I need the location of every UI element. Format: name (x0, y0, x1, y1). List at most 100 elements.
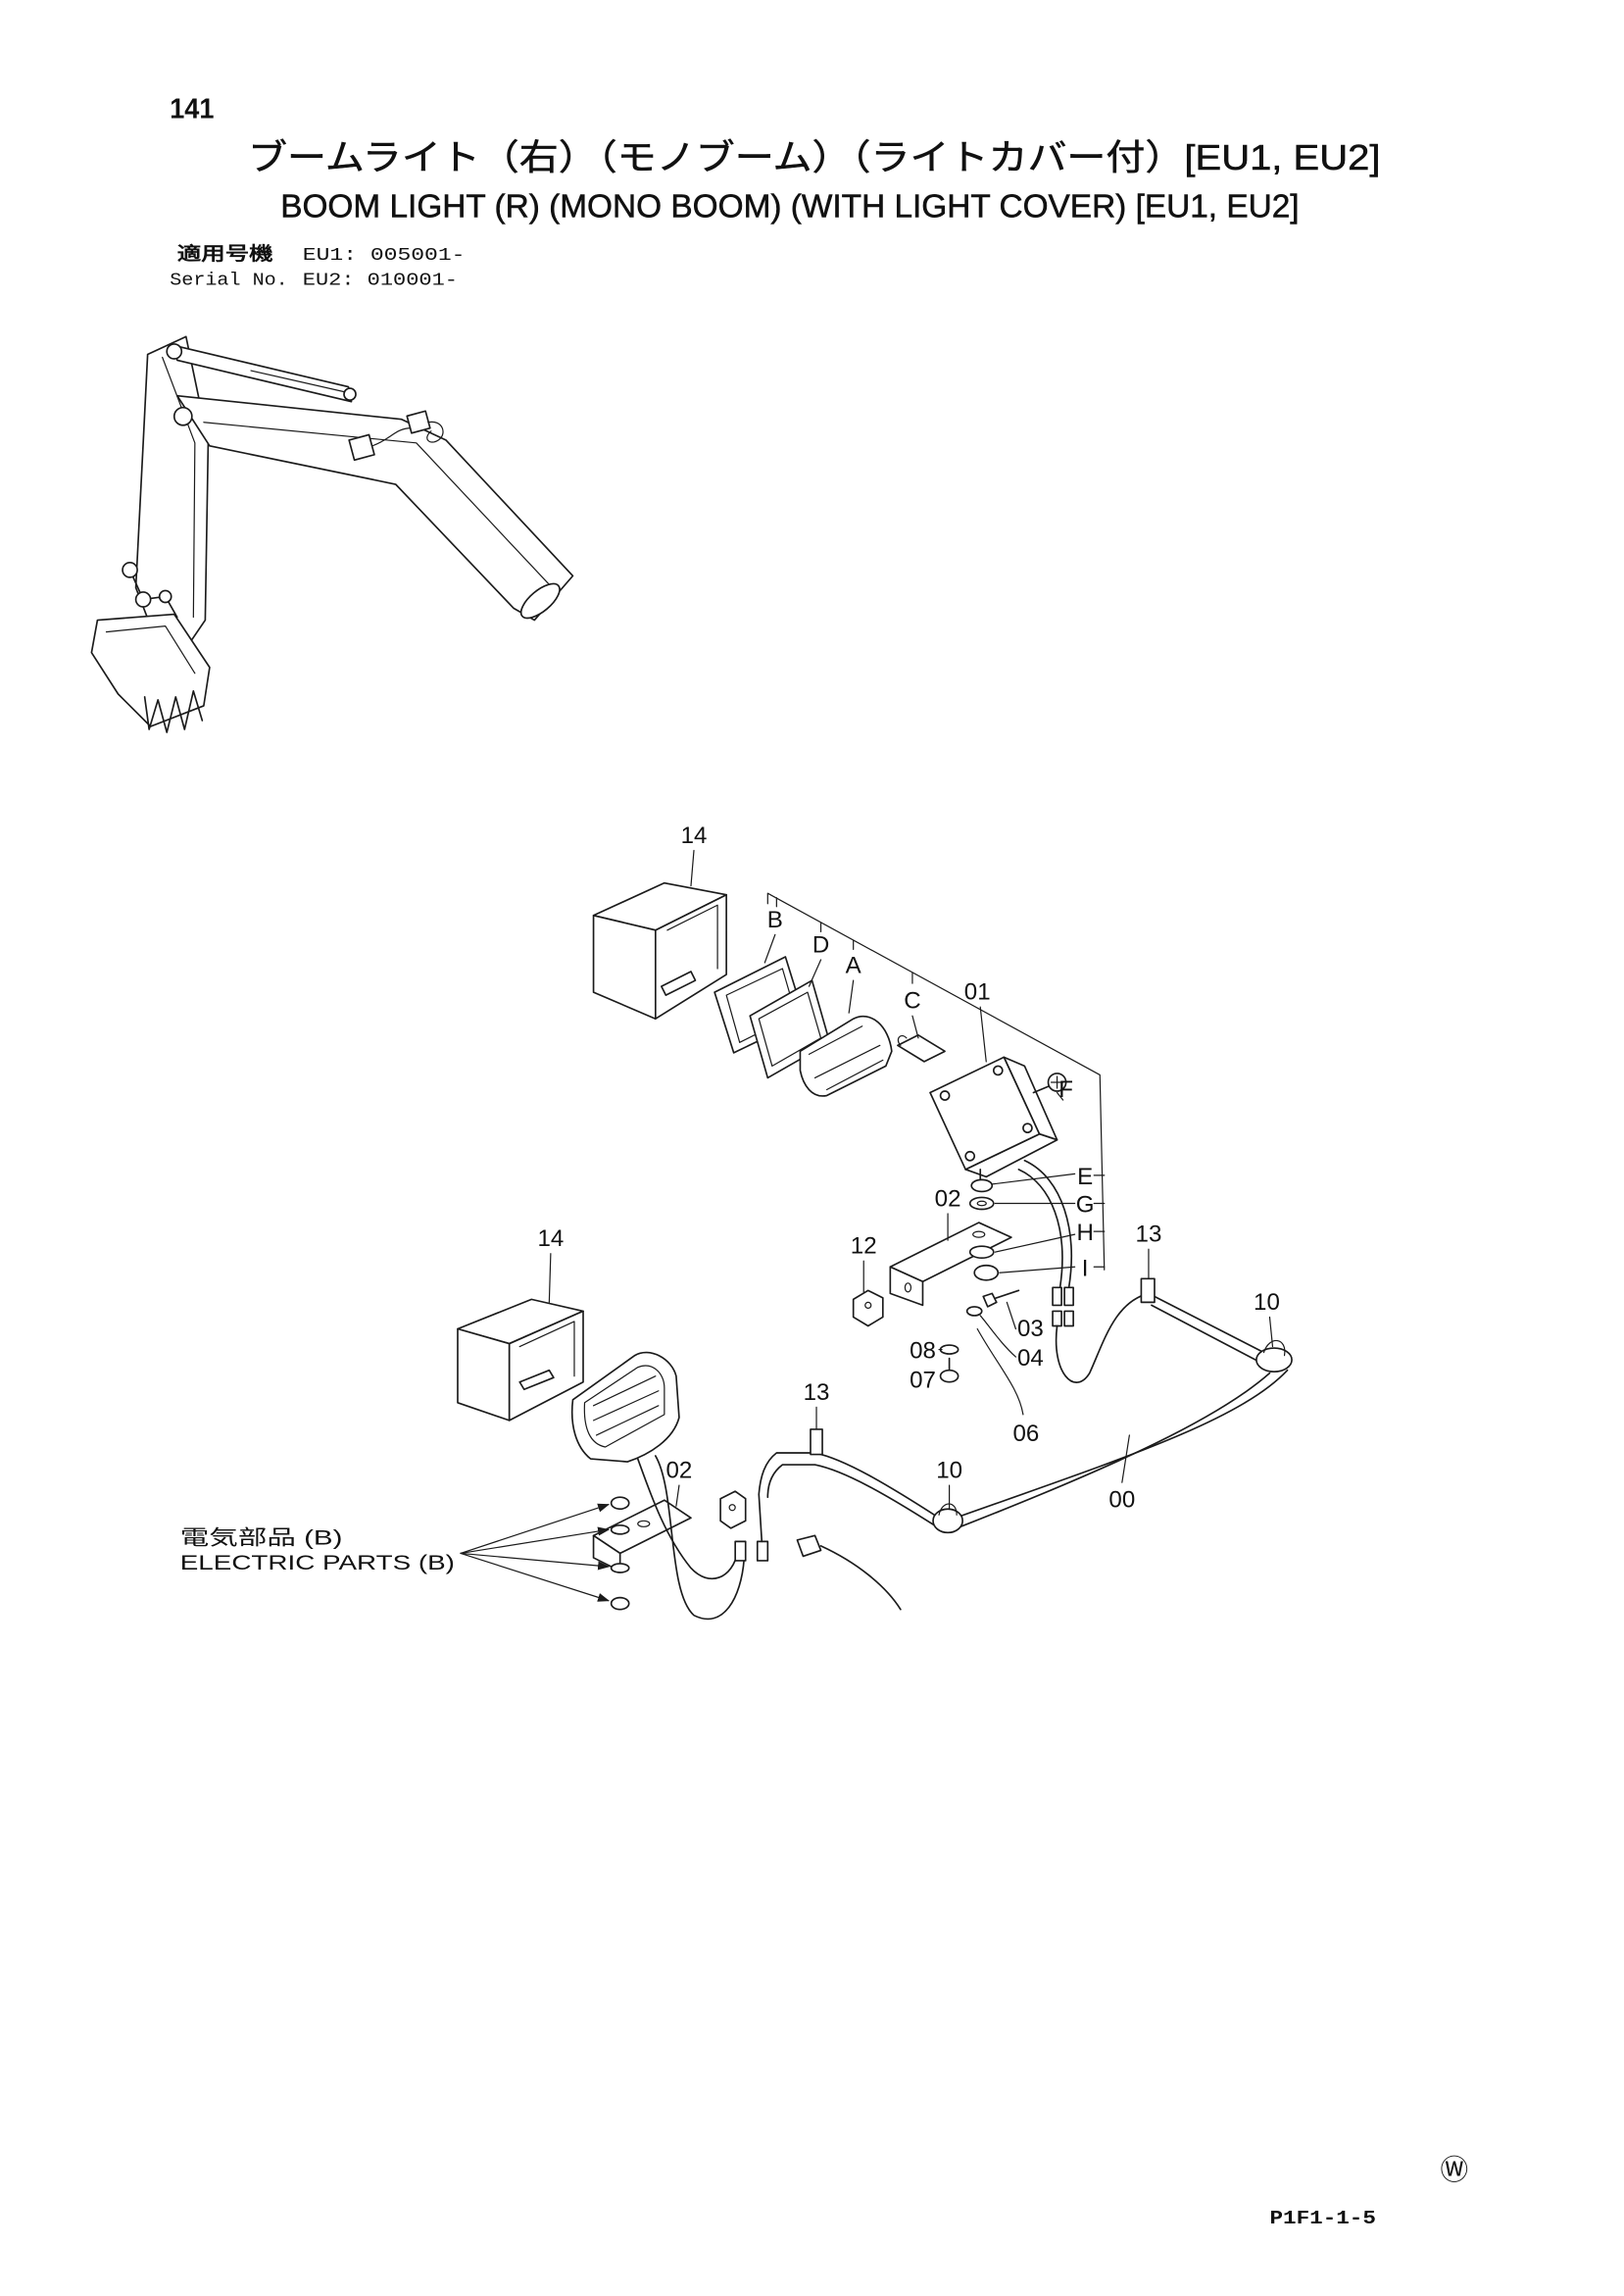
washer-04 (965, 1306, 983, 1317)
boom-light-right (406, 410, 431, 434)
bucket (90, 613, 211, 727)
link-pin (122, 561, 138, 578)
frame-label-ticks (1093, 1174, 1106, 1268)
electric-parts-pointer-lines (460, 1552, 611, 1602)
serial-eu2: EU2: 010001- (303, 270, 458, 291)
light-cover-upper (592, 881, 727, 1021)
assembly-bracket-frame (766, 892, 1106, 1271)
work-light-grille (592, 1375, 660, 1436)
bracket-02-hole (904, 1282, 912, 1293)
callout-labels: 14 B D A C 01 F E G 02 H I 12 13 10 03 0… (537, 823, 1279, 1514)
harness-00-upper-run (1148, 1292, 1271, 1357)
callout-washer-g: G (1076, 1192, 1095, 1219)
callout-washer-08: 08 (910, 1338, 936, 1365)
bulb-c-body (897, 1033, 946, 1063)
title-japanese: ブームライト（右）（モノブーム）（ライトカバー付）[EU1, EU2] (248, 137, 1380, 177)
callout-lens-a: A (846, 953, 862, 979)
electric-parts-note: 電気部品 (B) ELECTRIC PARTS (B) (180, 1525, 455, 1574)
harness-00-upper-run-second (1151, 1304, 1271, 1369)
boom-light-left (348, 433, 375, 462)
callout-clip-10: 10 (1254, 1289, 1280, 1316)
callout-clip-10-lower: 10 (936, 1458, 962, 1484)
callout-gasket-b: B (767, 907, 783, 933)
electric-parts-japanese: 電気部品 (B) (180, 1525, 343, 1549)
serial-eu1: EU1: 005001- (303, 244, 466, 266)
callout-cover-lower: 14 (537, 1225, 564, 1252)
callout-bolt-07: 07 (910, 1368, 936, 1394)
footer-page-code: P1F1-1-5 (1269, 2208, 1375, 2229)
connector (734, 1540, 747, 1562)
cover-right-face (508, 1310, 584, 1422)
washer-h (968, 1245, 995, 1260)
callout-cover-upper: 14 (681, 823, 708, 849)
cover-inner-edge (666, 904, 718, 970)
link-pin (158, 589, 172, 604)
housing-hole (964, 1150, 976, 1162)
lens-a-ribs (808, 1025, 884, 1091)
boom-arm-pin (172, 406, 193, 426)
boom-foot-pin (519, 582, 561, 620)
serial-label-english: Serial No. (170, 270, 288, 291)
lower-light-wire-loop (654, 1455, 746, 1621)
title-english: BOOM LIGHT (R) (MONO BOOM) (WITH LIGHT C… (280, 188, 1299, 225)
arm-top-pin (166, 343, 183, 360)
bucket-link (128, 569, 178, 619)
callout-bracket-02: 02 (935, 1185, 961, 1212)
leader-lines-harness (815, 1248, 1274, 1510)
nut-e (970, 1178, 994, 1193)
bolt-03-shank (991, 1289, 1020, 1301)
callout-nut-e: E (1077, 1164, 1093, 1190)
bolt-03-head (982, 1292, 998, 1308)
housing-hole (939, 1090, 951, 1101)
callout-bulb-c: C (904, 988, 920, 1015)
light-cover-lower (457, 1298, 584, 1422)
callout-washer-04: 04 (1017, 1345, 1044, 1372)
clamp-13-upper (1140, 1277, 1156, 1304)
arm-cylinder-rod (250, 370, 350, 394)
leader-lines-upper (690, 849, 1076, 1416)
bracket-02-hole (972, 1230, 986, 1238)
washer-g (968, 1196, 995, 1211)
work-light-lower (570, 1351, 680, 1463)
callout-clamp-13-lower: 13 (804, 1379, 830, 1406)
callout-clamp-13: 13 (1136, 1222, 1162, 1248)
bulb-c-glass (897, 1034, 908, 1046)
frame-ticks (775, 897, 913, 984)
page-footer: Ⓦ P1F1-1-5 (1269, 2155, 1468, 2229)
harness-00-long-curve-second (956, 1372, 1271, 1529)
bolt-07-head (939, 1369, 960, 1383)
housing-hole (992, 1065, 1004, 1076)
electric-parts-english: ELECTRIC PARTS (B) (180, 1552, 455, 1574)
screw-f-slot (1050, 1075, 1064, 1089)
callout-screw-f: F (1058, 1076, 1073, 1103)
callout-light-01: 01 (964, 979, 991, 1006)
harness-00-long-curve (959, 1369, 1289, 1518)
washer-08 (939, 1344, 960, 1355)
housing-front (929, 1056, 1041, 1171)
page-number: 141 (170, 93, 214, 125)
electric-parts-pointer-lines (460, 1526, 611, 1555)
bucket-teeth (143, 690, 204, 733)
callout-gasket-d: D (812, 931, 829, 958)
screw-f-shank (1032, 1084, 1053, 1094)
cover-slot (518, 1369, 555, 1391)
block-lower-hole (728, 1504, 736, 1512)
connector (1052, 1310, 1062, 1327)
cover-slot (661, 971, 697, 996)
callout-bracket-02-lower: 02 (666, 1458, 693, 1484)
lens-a-body (799, 1015, 893, 1097)
block-lower (719, 1490, 747, 1529)
footer-mark: Ⓦ (1440, 2155, 1468, 2186)
lens-a (799, 1015, 893, 1097)
block-12-hole (864, 1301, 872, 1310)
harness-06-second-wire (1023, 1159, 1072, 1289)
bulb-c (897, 1033, 946, 1063)
callout-harness-00: 00 (1108, 1487, 1135, 1514)
electric-parts-pointer-lines (460, 1552, 611, 1571)
harness-00-to-clamp (1055, 1292, 1150, 1383)
cylinder-pin (343, 387, 357, 401)
link-pin (134, 591, 152, 608)
boom-edge (203, 422, 553, 589)
connector (756, 1540, 769, 1562)
